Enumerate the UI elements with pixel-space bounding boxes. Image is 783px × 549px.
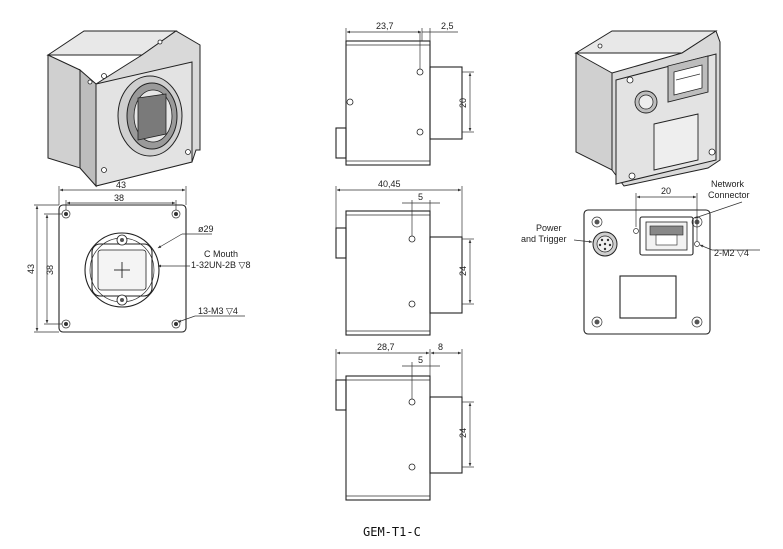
side-bottom-body-length: 28,7 <box>377 342 395 352</box>
front-view: 43 38 43 38 ø29 C Mouth 1-32UN-2B ▽8 13-… <box>26 180 250 333</box>
power-label-line1: Power <box>536 223 562 233</box>
side-mid-height: 24 <box>458 266 468 276</box>
screw-holes-label: 13-M3 ▽4 <box>198 306 238 316</box>
front-width-holes: 38 <box>114 193 124 203</box>
side-top-body-length: 23,7 <box>376 21 394 31</box>
side-mid-total-length: 40,45 <box>378 179 401 189</box>
drawing-title: GEM-T1-C <box>363 525 421 539</box>
side-bottom-hole-offset: 5 <box>418 355 423 365</box>
power-label-line2: and Trigger <box>521 234 567 244</box>
side-bottom-height: 24 <box>458 428 468 438</box>
mount-name-label: C Mouth <box>204 249 238 259</box>
back-view: 20 Network Connector Power and Trigger 2… <box>521 179 760 335</box>
back-connector-width: 20 <box>661 186 671 196</box>
side-top-flange: 2,5 <box>441 21 454 31</box>
side-view-bottom: 28,7 8 5 24 <box>335 342 474 501</box>
iso-back-view <box>574 30 721 187</box>
side-view-middle: 40,45 5 24 <box>335 179 474 336</box>
network-label-line1: Network <box>711 179 745 189</box>
side-view-top: 23,7 2,5 20 <box>335 21 474 166</box>
front-height-outer: 43 <box>26 264 36 274</box>
side-bottom-flange: 8 <box>438 342 443 352</box>
mount-diameter-label: ø29 <box>198 224 214 234</box>
side-top-height: 20 <box>458 98 468 108</box>
front-height-holes: 38 <box>45 265 55 275</box>
iso-front-view <box>46 30 201 188</box>
front-width-outer: 43 <box>116 180 126 190</box>
mount-thread-label: 1-32UN-2B ▽8 <box>191 260 250 270</box>
side-mid-hole-offset: 5 <box>418 192 423 202</box>
connector-screws-label: 2-M2 ▽4 <box>714 248 749 258</box>
network-label-line2: Connector <box>708 190 750 200</box>
